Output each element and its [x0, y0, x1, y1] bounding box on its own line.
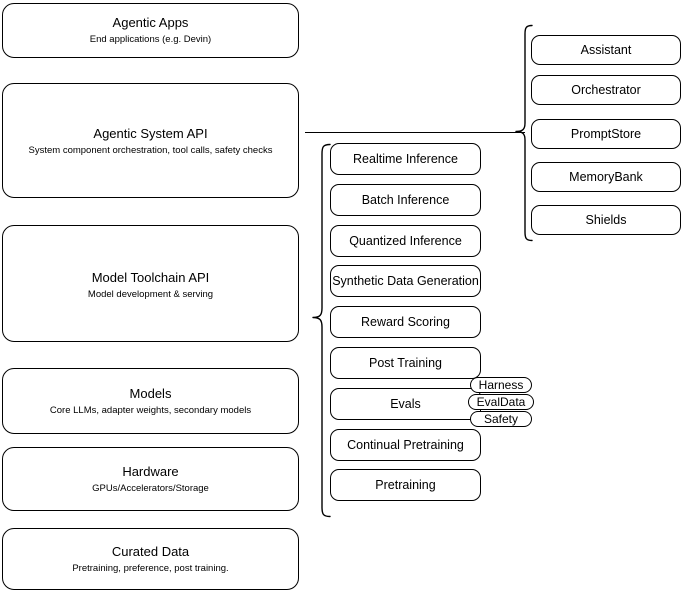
system-item-assistant[interactable]: Assistant [531, 35, 681, 65]
layer-subtitle: Core LLMs, adapter weights, secondary mo… [49, 404, 252, 416]
system-item-label: Shields [585, 213, 627, 227]
toolchain-item-label: Evals [390, 397, 421, 411]
system-item-label: Orchestrator [571, 83, 641, 97]
toolchain-item-synthetic-data-generation[interactable]: Synthetic Data Generation [330, 265, 481, 297]
layer-title: Agentic System API [93, 126, 208, 141]
brace-toolchain [308, 143, 332, 519]
toolchain-item-label: Realtime Inference [353, 152, 458, 166]
layer-title: Agentic Apps [112, 15, 189, 30]
layer-agentic-apps[interactable]: Agentic Apps End applications (e.g. Devi… [2, 3, 299, 58]
layer-text-group: Agentic System API System component orch… [3, 126, 298, 157]
layer-subtitle: System component orchestration, tool cal… [28, 145, 273, 156]
toolchain-item-post-training[interactable]: Post Training [330, 347, 481, 379]
layer-subtitle: Pretraining, preference, post training. [72, 562, 229, 574]
toolchain-item-label: Synthetic Data Generation [332, 274, 479, 288]
layer-model-toolchain-api[interactable]: Model Toolchain API Model development & … [2, 225, 299, 342]
toolchain-item-quantized-inference[interactable]: Quantized Inference [330, 225, 481, 257]
toolchain-item-reward-scoring[interactable]: Reward Scoring [330, 306, 481, 338]
layer-title: Curated Data [111, 543, 190, 559]
toolchain-item-label: Continual Pretraining [347, 438, 464, 452]
layer-title: Model Toolchain API [91, 270, 210, 285]
toolchain-item-label: Pretraining [375, 478, 436, 492]
toolchain-item-evals[interactable]: Evals [330, 388, 481, 420]
toolchain-item-pretraining[interactable]: Pretraining [330, 469, 481, 501]
system-item-memorybank[interactable]: MemoryBank [531, 162, 681, 192]
layer-agentic-system-api[interactable]: Agentic System API System component orch… [2, 83, 299, 198]
eval-pill-label: Safety [483, 412, 519, 426]
connector-system-api-to-components [305, 132, 525, 133]
eval-pill-label: Harness [478, 378, 524, 392]
layer-text-group: Model Toolchain API Model development & … [3, 270, 298, 301]
eval-pill-harness[interactable]: Harness [470, 377, 532, 393]
layer-subtitle: Model development & serving [87, 289, 214, 300]
layer-models[interactable]: Models Core LLMs, adapter weights, secon… [2, 368, 299, 434]
layer-curated-data[interactable]: Curated Data Pretraining, preference, po… [2, 528, 299, 590]
eval-pill-label: EvalData [476, 395, 526, 409]
system-item-label: PromptStore [570, 127, 642, 141]
eval-pill-evaldata[interactable]: EvalData [468, 394, 534, 410]
layer-hardware[interactable]: Hardware GPUs/Accelerators/Storage [2, 447, 299, 511]
eval-pill-safety[interactable]: Safety [470, 411, 532, 427]
layer-title: Models [129, 385, 172, 401]
system-item-promptstore[interactable]: PromptStore [531, 119, 681, 149]
toolchain-item-realtime-inference[interactable]: Realtime Inference [330, 143, 481, 175]
brace-system-components [512, 24, 534, 242]
layer-subtitle: GPUs/Accelerators/Storage [92, 482, 209, 494]
toolchain-item-label: Batch Inference [361, 193, 450, 207]
toolchain-item-label: Post Training [369, 356, 442, 370]
system-item-label: MemoryBank [569, 170, 643, 184]
system-item-orchestrator[interactable]: Orchestrator [531, 75, 681, 105]
toolchain-item-label: Reward Scoring [361, 315, 450, 329]
toolchain-item-label: Quantized Inference [349, 234, 462, 248]
toolchain-item-batch-inference[interactable]: Batch Inference [330, 184, 481, 216]
system-item-label: Assistant [580, 43, 632, 57]
toolchain-item-continual-pretraining[interactable]: Continual Pretraining [330, 429, 481, 461]
layer-title: Hardware [122, 463, 179, 479]
layer-subtitle: End applications (e.g. Devin) [89, 34, 212, 45]
system-item-shields[interactable]: Shields [531, 205, 681, 235]
